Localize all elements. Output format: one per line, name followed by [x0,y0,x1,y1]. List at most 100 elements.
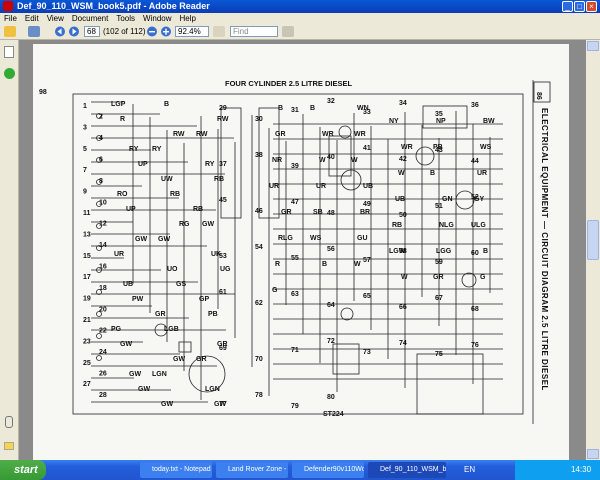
menu-view[interactable]: View [46,14,64,23]
maximize-button[interactable]: □ [574,1,585,12]
component-number: 80 [327,394,335,401]
vertical-scrollbar[interactable] [586,40,600,460]
page-number: 86 [535,92,542,100]
wire-colour-code: W [401,274,408,281]
task-notepad[interactable]: today.txt - Notepad [140,462,212,478]
component-number: 67 [435,295,443,302]
component-number: 10 [99,199,107,206]
wire-colour-code: RO [117,191,128,198]
wire-colour-code: UB [363,183,373,190]
component-number: 79 [291,403,299,410]
component-number: 24 [99,349,107,356]
component-number: 47 [291,199,299,206]
previous-page-icon[interactable] [54,26,66,37]
wire-colour-code: WS [480,144,492,151]
task-browser[interactable]: Land Rover Zone - R... [216,462,288,478]
menu-window[interactable]: Window [143,14,172,23]
wire-colour-code: WR [401,144,413,151]
zoom-select[interactable]: 92.4% [175,26,209,37]
component-number: 66 [399,304,407,311]
wire-colour-code: RB [193,206,203,213]
component-number: 52 [471,194,479,201]
open-folder-icon[interactable] [4,26,16,37]
component-number: 29 [219,105,227,112]
document-view[interactable]: 86 ELECTRICAL EQUIPMENT — CIRCUIT DIAGRA… [19,40,600,460]
wire-colour-code: UW [161,176,173,183]
component-number: 34 [399,100,407,107]
component-number: 74 [399,340,407,347]
wire-colour-code: GW [120,341,132,348]
component-number: 73 [363,349,371,356]
component-number: 28 [99,392,107,399]
wire-colour-code: UG [220,266,231,273]
pages-icon[interactable] [4,46,14,58]
wire-colour-code: GU [357,235,368,242]
menu-help[interactable]: Help [179,14,196,23]
menu-document[interactable]: Document [71,14,109,23]
component-number: 4 [99,135,103,142]
wire-colour-code: GW [138,386,150,393]
close-button[interactable]: × [586,1,597,12]
component-number: 76 [471,342,479,349]
wire-colour-code: GW [129,371,141,378]
component-number: 68 [471,306,479,313]
menu-tools[interactable]: Tools [116,14,136,23]
next-page-icon[interactable] [68,26,80,37]
navigation-panel [0,40,19,460]
wire-colour-code: UO [167,266,178,273]
wire-colour-code: UB [123,281,133,288]
menu-file[interactable]: File [4,14,17,23]
zoom-out-icon[interactable] [146,26,158,37]
start-button[interactable]: start [0,460,46,480]
component-number: 33 [363,109,371,116]
scroll-thumb[interactable] [587,220,599,260]
task-adobe-reader[interactable]: Def_90_110_WSM_b... [368,462,446,478]
component-number: 1 [83,103,87,110]
component-number: 60 [471,250,479,257]
wire-colour-code: LGB [164,326,179,333]
circuit-diagram: 86 ELECTRICAL EQUIPMENT — CIRCUIT DIAGRA… [39,79,551,424]
wire-colour-code: GW [202,221,214,228]
wire-colour-code: RY [205,161,215,168]
find-dropdown-icon[interactable] [282,26,294,37]
component-number: 61 [219,289,227,296]
window-title: Def_90_110_WSM_book5.pdf - Adobe Reader [17,1,210,11]
attachments-icon[interactable] [4,68,15,79]
wire-colour-code: LGN [205,386,220,393]
page-number-input[interactable]: 68 [84,26,100,37]
component-number: 58 [399,248,407,255]
task-defender-doc[interactable]: Defender90v110Wor... [292,462,364,478]
wire-colour-code: RLG [278,235,293,242]
wire-colour-code: PB [433,144,443,151]
paperclip-icon[interactable] [5,416,13,428]
component-number: 50 [399,212,407,219]
component-number: 25 [83,360,91,367]
component-number: 64 [327,302,335,309]
print-icon[interactable] [28,26,40,37]
scroll-up-button[interactable] [587,41,599,51]
component-number: 30 [255,116,263,123]
wire-colour-code: G [480,274,486,281]
component-number: 72 [327,338,335,345]
comments-icon[interactable] [4,442,14,450]
menu-edit[interactable]: Edit [24,14,39,23]
component-number: 7 [83,167,87,174]
wire-colour-code: B [430,170,435,177]
wire-colour-code: UR [477,170,487,177]
zoom-in-icon[interactable] [160,26,172,37]
wire-colour-code: GW [214,401,226,408]
component-number: 15 [83,253,91,260]
wire-colour-code: W [319,157,326,164]
component-number: 48 [327,210,335,217]
wire-colour-code: W [351,157,358,164]
find-input[interactable]: Find [230,26,278,37]
component-number: 37 [219,161,227,168]
wire-colour-code: UK [211,251,221,258]
wire-colour-code: B [278,105,283,112]
wire-colour-code: LGP [111,101,126,108]
minimize-button[interactable]: _ [562,1,573,12]
wire-colour-code: W [354,261,361,268]
page-layout-icon[interactable] [213,26,225,37]
scroll-down-button[interactable] [587,449,599,459]
language-indicator[interactable]: EN [464,465,476,474]
